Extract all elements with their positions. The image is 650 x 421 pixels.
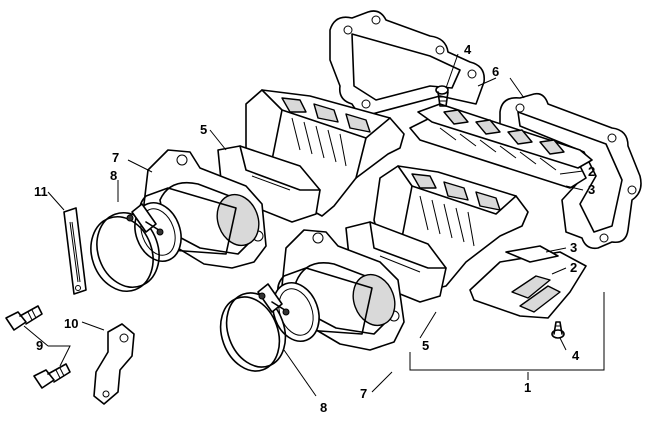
callout-5-lower: 5 [422, 338, 429, 353]
hose-clamp-upper [90, 203, 164, 292]
callout-6: 6 [492, 64, 499, 79]
callout-labels: 4 6 2 3 3 2 4 1 5 5 7 7 8 8 9 10 11 [34, 42, 595, 415]
screw-lower [551, 321, 565, 339]
reed-stopper-lower [469, 251, 587, 319]
callout-8-upper: 8 [110, 168, 117, 183]
callout-8-lower: 8 [320, 400, 327, 415]
reed-gasket-lower [499, 92, 642, 250]
bolt-upper [5, 305, 43, 331]
callout-3-upper: 3 [588, 182, 595, 197]
callout-2-upper: 2 [588, 164, 595, 179]
callout-4-upper: 4 [464, 42, 472, 57]
callout-9: 9 [36, 338, 43, 353]
callout-2-lower: 2 [570, 260, 577, 275]
callout-7-lower: 7 [360, 386, 367, 401]
leader-lines [23, 53, 605, 397]
hose-clamp-lower [219, 283, 290, 372]
callout-5-upper: 5 [200, 122, 207, 137]
callout-10: 10 [64, 316, 78, 331]
callout-4-lower: 4 [572, 348, 580, 363]
reed-block-upper [217, 145, 321, 223]
reed-gasket-upper [329, 10, 486, 116]
callout-3-lower: 3 [570, 240, 577, 255]
intake-flange-lower [272, 229, 405, 351]
mounting-plate [63, 207, 87, 295]
screw-upper [435, 85, 449, 107]
callout-11: 11 [34, 184, 48, 199]
bolt-lower [33, 363, 71, 389]
reed-plate-lower [505, 245, 559, 263]
callout-7-upper: 7 [112, 150, 119, 165]
bracket [93, 323, 135, 405]
callout-1: 1 [524, 380, 531, 395]
